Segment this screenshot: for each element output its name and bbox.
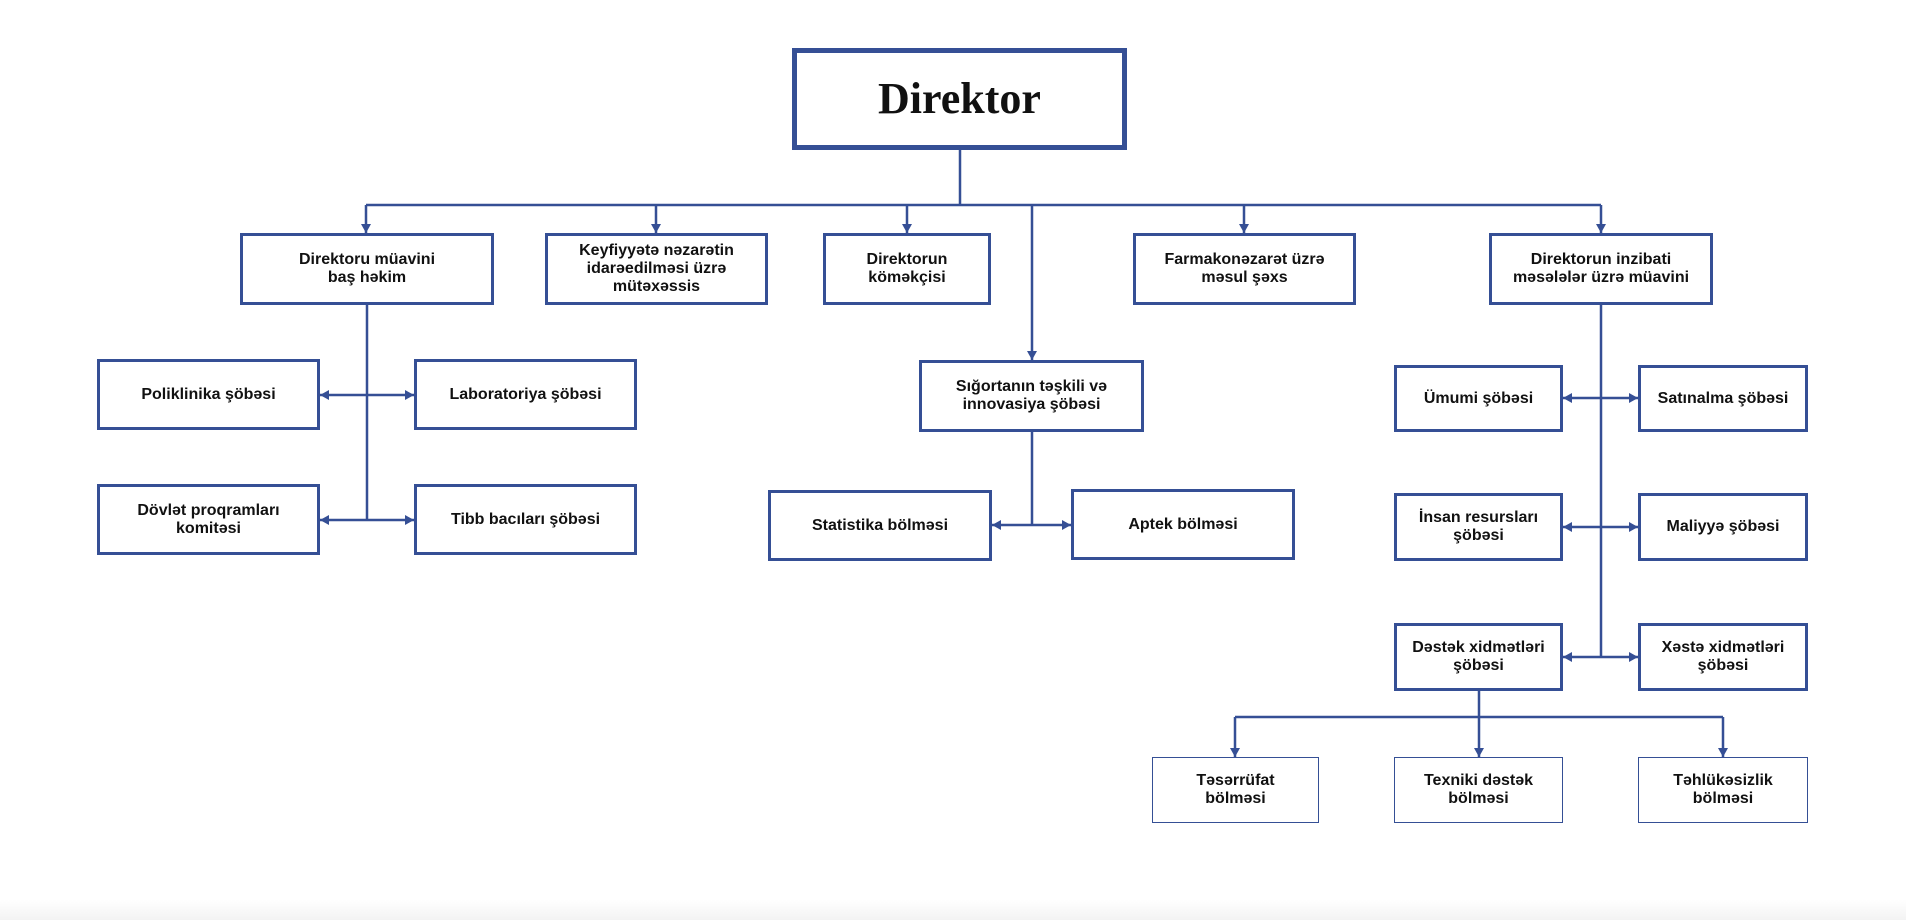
- node-insurance-innovation: Sığortanın təşkili və innovasiya şöbəsi: [919, 360, 1144, 432]
- node-state-programs: Dövlət proqramları komitəsi: [97, 484, 320, 555]
- node-polyclinic: Poliklinika şöbəsi: [97, 359, 320, 430]
- node-quality-specialist: Keyfiyyətə nəzarətin idarəedilməsi üzrə …: [545, 233, 768, 305]
- arrowhead-hr: [1563, 522, 1572, 532]
- bottom-edge-shade: [0, 900, 1906, 920]
- arrowhead-assistant: [902, 224, 912, 233]
- node-admin-deputy: Direktorun inzibati məsələlər üzrə müavi…: [1489, 233, 1713, 305]
- arrowhead-finance: [1629, 522, 1638, 532]
- arrowhead-laboratory: [405, 390, 414, 400]
- node-nursing: Tibb bacıları şöbəsi: [414, 484, 637, 555]
- node-assistant: Direktorun köməkçisi: [823, 233, 991, 305]
- node-support-services: Dəstək xidmətləri şöbəsi: [1394, 623, 1563, 691]
- arrowhead-support: [1563, 652, 1572, 662]
- arrowhead-admin: [1596, 224, 1606, 233]
- arrowhead-general: [1563, 393, 1572, 403]
- arrowhead-deputy: [361, 224, 371, 233]
- arrowhead-security: [1718, 748, 1728, 757]
- arrowhead-statistics: [992, 520, 1001, 530]
- node-tech-support: Texniki dəstək bölməsi: [1394, 757, 1563, 823]
- arrowhead-nursing: [405, 515, 414, 525]
- node-finance: Maliyyə şöbəsi: [1638, 493, 1808, 561]
- node-pharmacovigilance: Farmakonəzarət üzrə məsul şəxs: [1133, 233, 1356, 305]
- arrowhead-polyclinic: [320, 390, 329, 400]
- node-director: Direktor: [792, 48, 1127, 150]
- arrowhead-patient: [1629, 652, 1638, 662]
- arrowhead-household: [1230, 748, 1240, 757]
- node-patient-services: Xəstə xidmətləri şöbəsi: [1638, 623, 1808, 691]
- node-statistics: Statistika bölməsi: [768, 490, 992, 561]
- node-pharmacy: Aptek bölməsi: [1071, 489, 1295, 560]
- node-hr: İnsan resursları şöbəsi: [1394, 493, 1563, 561]
- node-deputy-chief-physician: Direktoru müavini baş həkim: [240, 233, 494, 305]
- arrowhead-tech-support: [1474, 748, 1484, 757]
- node-security: Təhlükəsizlik bölməsi: [1638, 757, 1808, 823]
- node-procurement: Satınalma şöbəsi: [1638, 365, 1808, 432]
- arrowhead-state-programs: [320, 515, 329, 525]
- arrowhead-procurement: [1629, 393, 1638, 403]
- arrowhead-quality: [651, 224, 661, 233]
- arrowhead-pharmacovigilance: [1239, 224, 1249, 233]
- node-general: Ümumi şöbəsi: [1394, 365, 1563, 432]
- node-laboratory: Laboratoriya şöbəsi: [414, 359, 637, 430]
- node-household: Təsərrüfat bölməsi: [1152, 757, 1319, 823]
- arrowhead-insurance: [1027, 351, 1037, 360]
- arrowhead-pharmacy: [1062, 520, 1071, 530]
